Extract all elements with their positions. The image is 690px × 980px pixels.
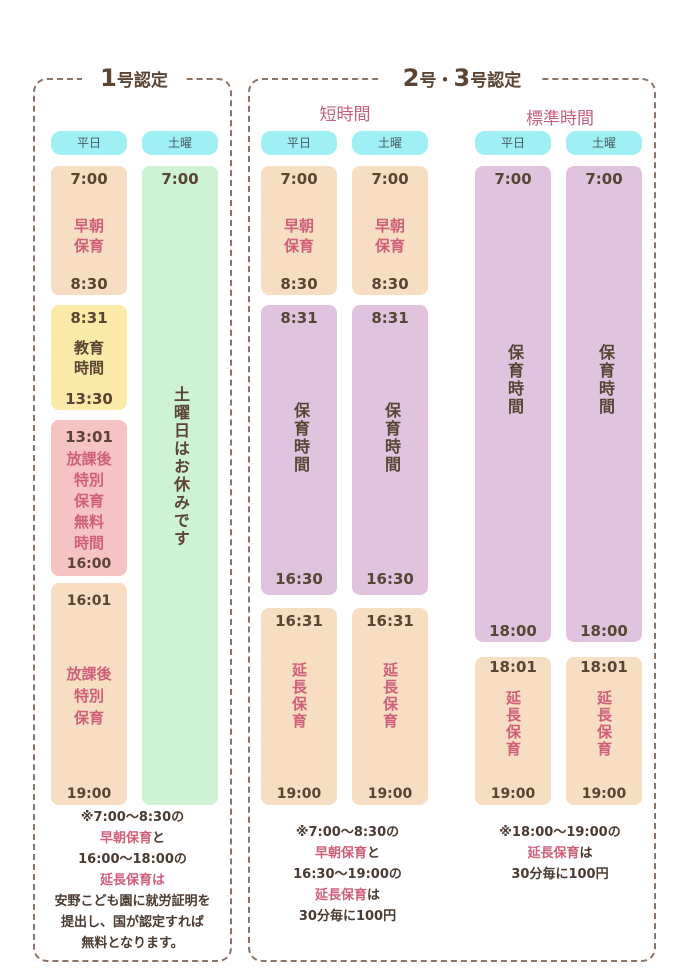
time-start: 18:01 (489, 658, 537, 676)
time-end: 13:30 (65, 390, 113, 408)
time-end: 19:00 (66, 786, 112, 802)
early-care-label: 早朝保育 (283, 217, 314, 255)
time-start: 8:31 (371, 309, 409, 327)
extended-care-label: 延長保育 (290, 662, 308, 730)
time-start: 7:00 (585, 170, 623, 188)
time-start: 8:31 (280, 309, 318, 327)
time-start: 8:31 (70, 309, 108, 327)
time-start: 7:00 (494, 170, 532, 188)
care-time-label: 保育時間 (382, 402, 401, 474)
extended-care-label: 延長保育 (595, 690, 613, 758)
day-pill-weekday: 平日 (261, 131, 337, 155)
early-care-label: 早朝保育 (374, 217, 405, 255)
category-1-title: 1号認定 (82, 64, 186, 92)
time-end: 16:30 (275, 570, 323, 588)
time-end: 8:30 (371, 275, 409, 293)
care-time-block (352, 305, 428, 595)
early-care-block (51, 166, 127, 295)
note-category-1: ※7:00～8:30の 早朝保育と 16:00～18:00の 延長保育は 安野こ… (54, 810, 211, 951)
afterschool-care-label: 放課後特別保育 (66, 665, 112, 727)
time-start: 7:00 (161, 170, 199, 188)
standard-time-heading: 標準時間 (526, 109, 594, 129)
saturday-closed-label: 土曜日はお休みです (171, 386, 190, 548)
care-time-block (566, 166, 642, 642)
afterschool-care-block (51, 583, 127, 805)
saturday-closed-block (142, 166, 218, 805)
time-start: 18:01 (580, 658, 628, 676)
extended-care-block (475, 657, 551, 805)
education-time-block (51, 305, 127, 410)
early-care-block (352, 166, 428, 295)
extended-care-block (261, 608, 337, 805)
care-time-block (261, 305, 337, 595)
note-standard-time: ※18:00～19:00の 延長保育は 30分毎に100円 (499, 825, 621, 882)
time-end: 16:30 (366, 570, 414, 588)
time-end: 19:00 (367, 786, 413, 802)
time-end: 19:00 (490, 786, 536, 802)
day-pill-saturday: 土曜 (566, 131, 642, 155)
care-time-label: 保育時間 (291, 402, 310, 474)
afterschool-free-block (51, 420, 127, 576)
short-time-heading: 短時間 (319, 105, 371, 125)
afterschool-free-label: 放課後特別保育無料時間 (66, 450, 112, 552)
category-2-3-title: 2号・3号認定 (382, 64, 542, 94)
extended-care-label: 延長保育 (381, 662, 399, 730)
time-end: 18:00 (489, 622, 537, 640)
time-start: 16:31 (275, 612, 323, 630)
time-end: 8:30 (70, 275, 108, 293)
education-time-label: 教育時間 (73, 339, 104, 377)
care-time-block (475, 166, 551, 642)
time-start: 7:00 (371, 170, 409, 188)
time-end: 19:00 (581, 786, 627, 802)
day-pill-saturday: 土曜 (352, 131, 428, 155)
time-start: 7:00 (280, 170, 318, 188)
extended-care-block (566, 657, 642, 805)
note-short-time: ※7:00～8:30の 早朝保育と 16:30～19:00の 延長保育は 30分… (293, 825, 402, 924)
time-start: 16:01 (66, 593, 112, 609)
early-care-block (261, 166, 337, 295)
time-end: 19:00 (276, 786, 322, 802)
extended-care-block (352, 608, 428, 805)
day-pill-weekday: 平日 (475, 131, 551, 155)
day-pill-saturday: 土曜 (142, 131, 218, 155)
time-end: 8:30 (280, 275, 318, 293)
time-start: 13:01 (65, 428, 113, 446)
day-pill-weekday: 平日 (51, 131, 127, 155)
time-end: 18:00 (580, 622, 628, 640)
care-time-label: 保育時間 (596, 344, 615, 416)
time-end: 16:00 (66, 556, 112, 572)
care-time-label: 保育時間 (505, 344, 524, 416)
early-care-label: 早朝保育 (73, 217, 104, 255)
extended-care-label: 延長保育 (504, 690, 522, 758)
time-start: 7:00 (70, 170, 108, 188)
time-start: 16:31 (366, 612, 414, 630)
